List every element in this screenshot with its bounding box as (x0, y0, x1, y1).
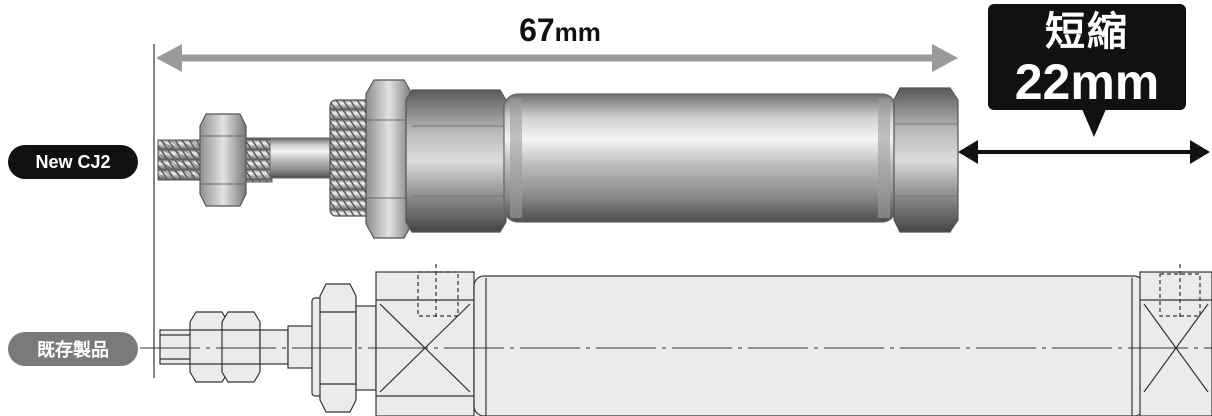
callout-pointer (1082, 109, 1106, 137)
dimension-value: 67 (519, 12, 555, 48)
mounting-nut (365, 79, 413, 239)
shortening-callout: 短縮 22mm (988, 4, 1186, 110)
callout-title: 短縮 (1045, 10, 1129, 54)
dimension-label: 67mm (500, 12, 620, 49)
existing-product-label: 既存製品 (8, 332, 138, 366)
cylinder-tube (503, 93, 897, 223)
new-cj2-cylinder (157, 79, 959, 239)
shortening-arrow (958, 140, 1210, 164)
piston-rod (269, 137, 333, 179)
rod-end-nut (199, 113, 247, 207)
dimension-unit: mm (554, 17, 601, 47)
dimension-arrow (156, 44, 958, 72)
new-product-label: New CJ2 (8, 145, 138, 179)
callout-value: 22mm (1014, 54, 1160, 110)
head-cover (893, 87, 959, 233)
rod-cover (405, 89, 507, 233)
existing-product-drawing (159, 264, 1212, 416)
